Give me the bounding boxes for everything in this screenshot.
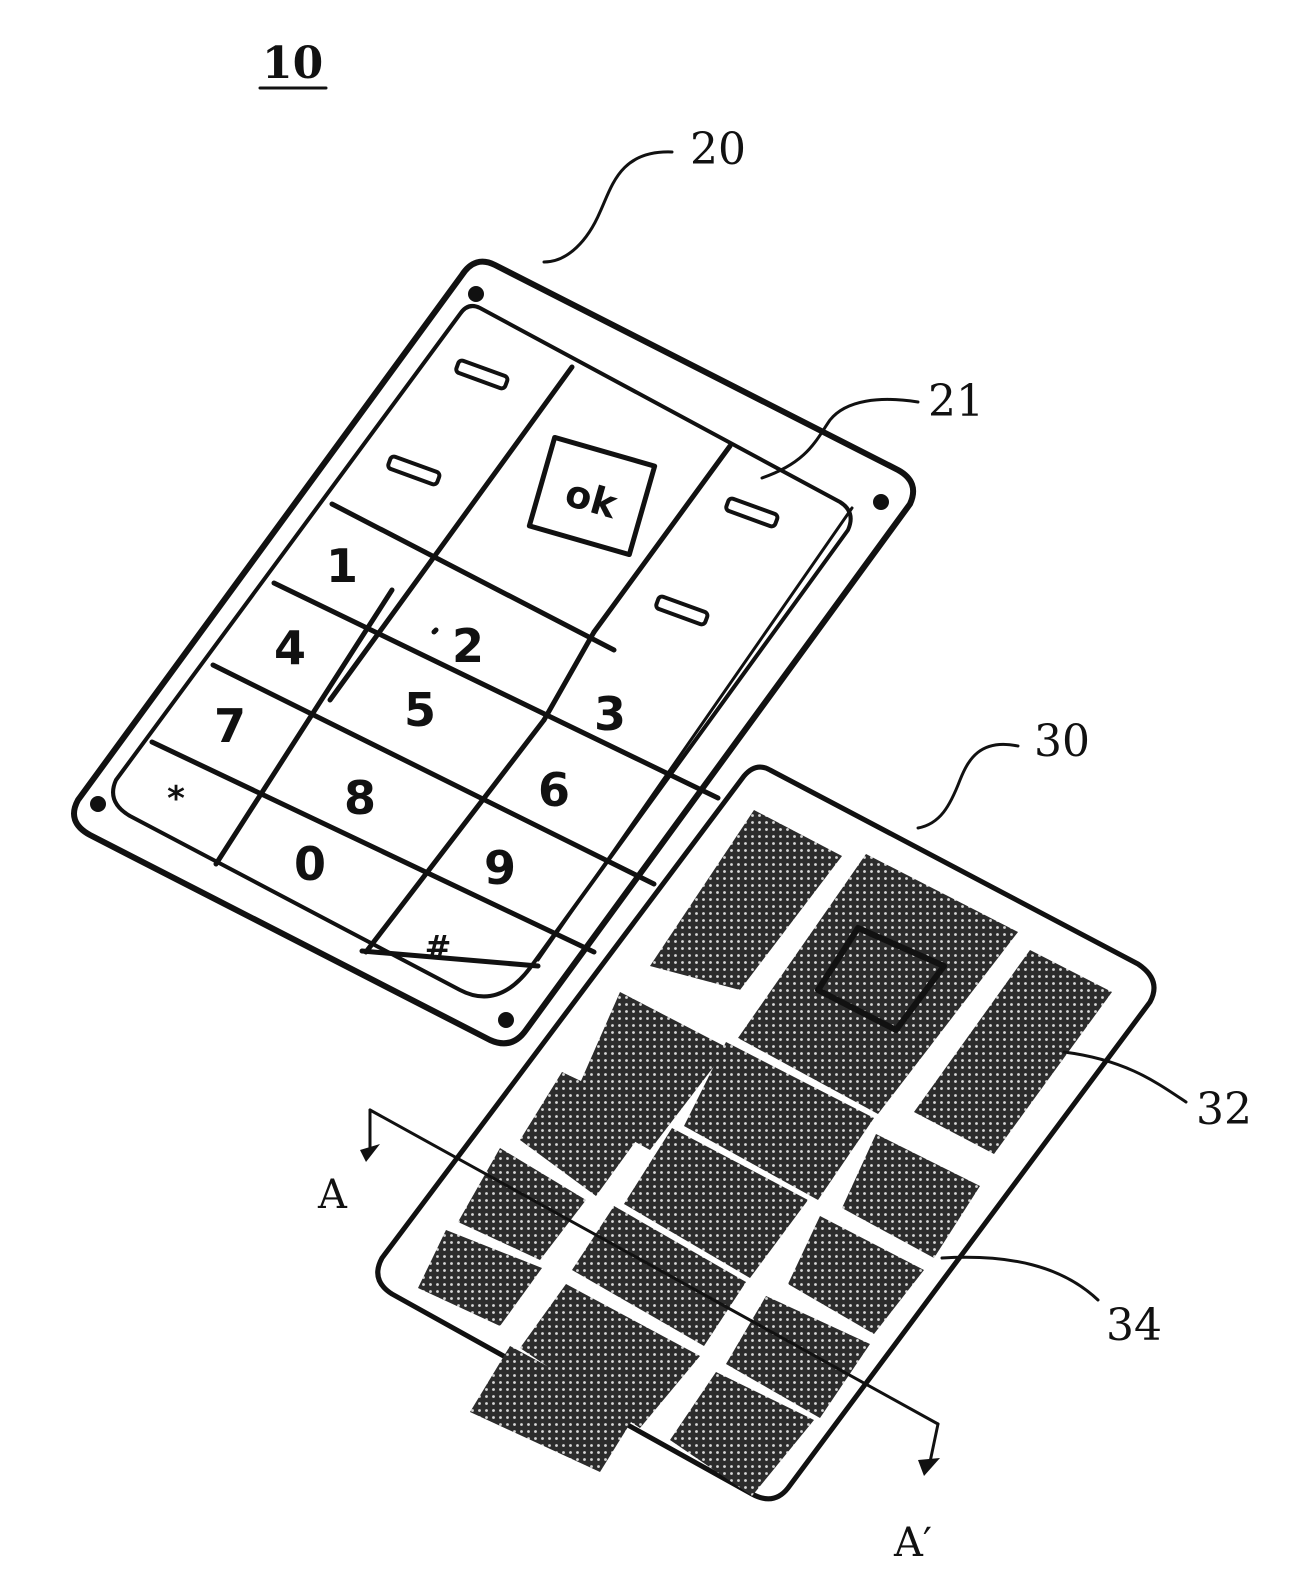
- digit-key-7: 7: [214, 699, 246, 753]
- ref-32: 32: [1196, 1084, 1252, 1135]
- leader-20: [544, 152, 672, 262]
- digit-key-6: 6: [538, 763, 570, 817]
- mounting-hole: [498, 1012, 514, 1028]
- digit-key-star: *: [167, 779, 185, 819]
- digit-key-2: 2: [452, 619, 484, 673]
- digit-key-4: 4: [274, 621, 306, 675]
- dash-key: [387, 455, 440, 485]
- dash-key: [655, 595, 708, 625]
- digit-keys: 1 2 3 4 5 6 7 8 9 * 0 #: [167, 539, 626, 966]
- dash-key: [725, 497, 778, 527]
- mounting-hole: [873, 494, 889, 510]
- ref-21: 21: [928, 376, 984, 427]
- ref-30: 30: [1034, 716, 1090, 767]
- mounting-hole: [90, 796, 106, 812]
- digit-key-9: 9: [484, 841, 516, 895]
- digit-key-8: 8: [344, 771, 376, 825]
- digit-key-5: 5: [404, 683, 436, 737]
- dash-key: [455, 359, 508, 389]
- ref-34: 34: [1106, 1300, 1162, 1351]
- ok-key-label: ok: [560, 471, 622, 528]
- digit-key-hash: #: [425, 928, 452, 966]
- contact-pads: [418, 810, 1112, 1496]
- leader-34: [942, 1257, 1098, 1300]
- ref-20: 20: [690, 124, 746, 175]
- figure-number: 10: [262, 38, 323, 89]
- leader-30: [918, 744, 1018, 828]
- ok-key: ok: [529, 437, 654, 554]
- section-label-a-prime: A′: [893, 1520, 932, 1566]
- digit-key-0: 0: [294, 837, 326, 891]
- digit-key-1: 1: [326, 539, 358, 593]
- keypad-grid: [152, 367, 730, 966]
- section-arrow-end: [918, 1458, 940, 1476]
- section-label-a: A: [317, 1172, 348, 1218]
- digit-key-3: 3: [594, 687, 626, 741]
- mounting-hole: [468, 286, 484, 302]
